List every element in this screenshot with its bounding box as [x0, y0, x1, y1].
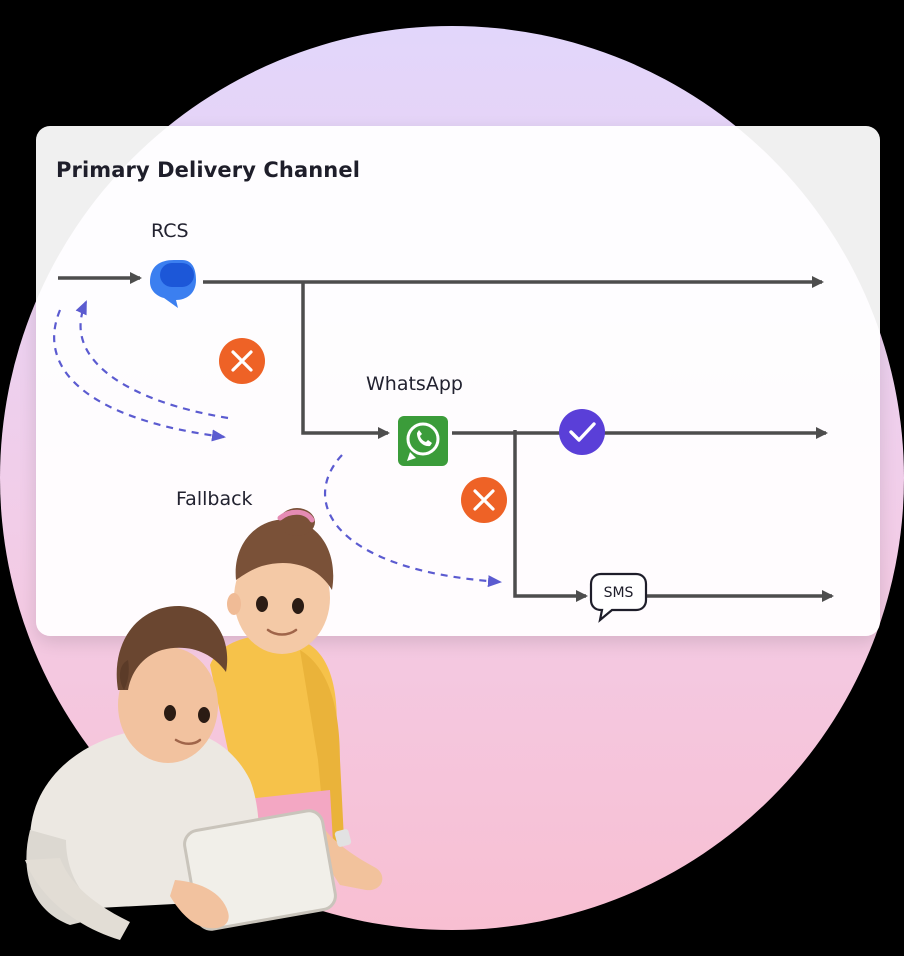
fallback-dashed-arrows: [53, 300, 502, 588]
boy-figure: [25, 605, 337, 940]
card-title: Primary Delivery Channel: [56, 158, 360, 182]
whatsapp-to-sms-branch: [513, 430, 588, 602]
rcs-chat-icon: [150, 260, 196, 308]
x-circle-icon: [461, 477, 507, 523]
rcs-label: RCS: [151, 220, 189, 242]
x-circle-icon: [219, 338, 265, 384]
tablet-device: [183, 809, 337, 931]
sms-bubble-icon: SMS: [589, 572, 648, 623]
delivery-card: [36, 126, 880, 636]
whatsapp-label: WhatsApp: [366, 373, 463, 395]
check-circle-icon: [559, 409, 605, 455]
flow-lines: [58, 272, 834, 602]
rcs-to-whatsapp-branch: [301, 282, 390, 439]
sms-label: SMS: [604, 585, 634, 601]
whatsapp-icon: [398, 416, 448, 466]
fallback-label: Fallback: [176, 488, 253, 510]
fallback-arrow-to-sms: [324, 454, 502, 588]
